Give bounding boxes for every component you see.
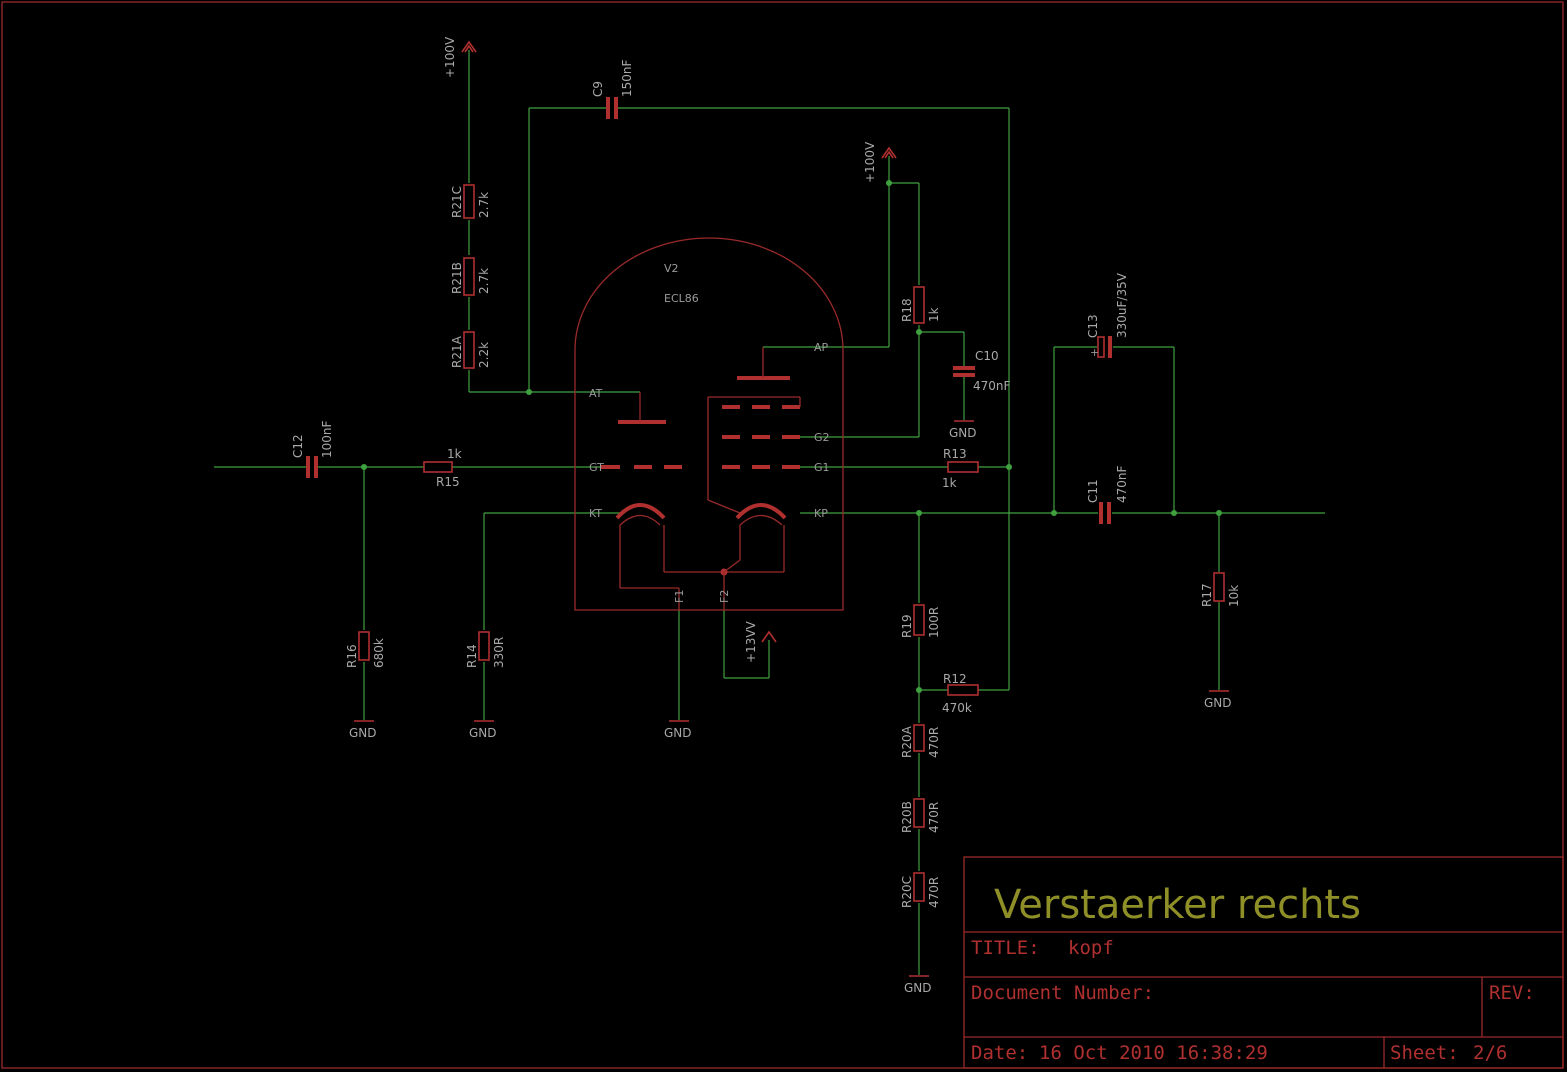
- pin-kp: KP: [814, 507, 828, 520]
- resistor-r19: [913, 604, 925, 636]
- horizontal-resistors: 1k R15 R13 1k R12 470k: [423, 447, 979, 715]
- wires: [214, 50, 1325, 975]
- gnd-label: GND: [949, 426, 977, 440]
- grounds: GND GND GND GND GND GND: [349, 420, 1232, 995]
- pin-kt: KT: [589, 507, 602, 520]
- part-c11-name: C11: [1086, 479, 1100, 503]
- title-label: TITLE:: [971, 937, 1040, 959]
- part-r16-name: R16: [345, 644, 359, 668]
- part-r19-name: R19: [900, 614, 914, 638]
- resistor-r12: [947, 684, 979, 696]
- part-c10-value: 470nF: [973, 379, 1011, 393]
- resistor-r20a: [913, 724, 925, 752]
- supply-arrow-icon: [881, 146, 897, 159]
- resistor-r15: [423, 461, 453, 473]
- resistor-r20c: [913, 872, 925, 902]
- resistor-r14: [478, 631, 490, 661]
- supply-symbols: +100V +100V +13VV: [443, 36, 897, 663]
- part-r21a-name: R21A: [450, 335, 464, 368]
- date-value: 16 Oct 2010 16:38:29: [1039, 1042, 1268, 1064]
- title-block: Verstaerker rechts TITLE: kopf Document …: [963, 856, 1564, 1069]
- part-c12-value: 100nF: [320, 420, 334, 458]
- part-c11-value: 470nF: [1115, 465, 1129, 503]
- part-r13-name: R13: [943, 447, 967, 461]
- pin-f1: F1: [673, 590, 686, 603]
- sheet-label: Sheet:: [1390, 1042, 1459, 1064]
- document-number-label: Document Number:: [971, 982, 1154, 1004]
- junctions: [361, 180, 1222, 693]
- resistor-r20b: [913, 798, 925, 828]
- part-r20c-name: R20C: [900, 876, 914, 908]
- pin-at: AT: [589, 387, 603, 400]
- pin-ap: AP: [814, 341, 829, 354]
- resistor-r21c: [463, 184, 475, 219]
- part-r17-name: R17: [1200, 583, 1214, 607]
- part-r15-value: 1k: [447, 447, 462, 461]
- tube-type: ECL86: [664, 292, 699, 305]
- pin-g2: G2: [814, 431, 830, 444]
- supply-arrow-icon: [761, 630, 777, 643]
- gnd-label: GND: [1204, 696, 1232, 710]
- part-r21c-value: 2.7k: [477, 192, 491, 218]
- resistors: R21C 2.7k R21B 2.7k R21A 2.2k R16 680k R…: [345, 184, 1241, 908]
- part-r14-value: 330R: [492, 637, 506, 668]
- part-c10-name: C10: [975, 349, 999, 363]
- gnd-label: GND: [904, 981, 932, 995]
- sheet-value: 2/6: [1473, 1042, 1507, 1064]
- part-r19-value: 100R: [927, 607, 941, 638]
- part-r20a-name: R20A: [900, 725, 914, 758]
- part-r20b-value: 470R: [927, 802, 941, 833]
- part-r13-value: 1k: [942, 476, 957, 490]
- part-r18-value: 1k: [927, 307, 941, 322]
- part-r12-value: 470k: [942, 701, 972, 715]
- schematic-heading: Verstaerker rechts: [994, 882, 1361, 928]
- tube-ref: V2: [664, 262, 679, 275]
- part-r21b-name: R21B: [450, 262, 464, 294]
- resistor-r18: [913, 286, 925, 324]
- part-r16-value: 680k: [372, 638, 386, 668]
- date-label: Date:: [971, 1042, 1028, 1064]
- resistor-r16: [358, 631, 370, 661]
- part-r12-name: R12: [943, 672, 967, 686]
- part-c12-name: C12: [291, 434, 305, 458]
- resistor-r17: [1213, 572, 1225, 602]
- part-r20c-value: 470R: [927, 877, 941, 908]
- pin-g1: G1: [814, 461, 830, 474]
- resistor-r13: [947, 461, 979, 473]
- part-r17-value: 10k: [1227, 585, 1241, 607]
- rev-label: REV:: [1489, 982, 1535, 1004]
- title-value: kopf: [1068, 937, 1114, 959]
- pin-gt: GT: [589, 461, 604, 474]
- gnd-label: GND: [469, 726, 497, 740]
- part-c9-name: C9: [591, 81, 605, 97]
- capacitor-c13: [1097, 336, 1105, 358]
- gnd-label: GND: [664, 726, 692, 740]
- part-r14-name: R14: [465, 644, 479, 668]
- capacitors: C9 150nF C12 100nF C10 470nF C11 470nF +…: [291, 59, 1129, 524]
- supply-100v-b: +100V: [863, 141, 877, 183]
- gnd-label: GND: [349, 726, 377, 740]
- pin-f2: F2: [718, 590, 731, 603]
- supply-13v: +13VV: [744, 620, 758, 663]
- part-c9-value: 150nF: [620, 59, 634, 97]
- part-r20b-name: R20B: [900, 801, 914, 833]
- tube-v2: V2 ECL86: [574, 237, 844, 611]
- polarity-plus-icon: +: [1090, 346, 1099, 359]
- resistor-r21a: [463, 331, 475, 369]
- part-r15-name: R15: [436, 475, 460, 489]
- part-r18-name: R18: [900, 298, 914, 322]
- supply-100v-a: +100V: [443, 36, 457, 78]
- part-r21a-value: 2.2k: [477, 342, 491, 368]
- part-c13-value: 330uF/35V: [1115, 272, 1129, 338]
- supply-arrow-icon: [461, 40, 477, 53]
- resistor-r21b: [463, 257, 475, 296]
- part-c13-name: C13: [1086, 314, 1100, 338]
- part-r20a-value: 470R: [927, 727, 941, 758]
- part-r21b-value: 2.7k: [477, 268, 491, 294]
- part-r21c-name: R21C: [450, 186, 464, 218]
